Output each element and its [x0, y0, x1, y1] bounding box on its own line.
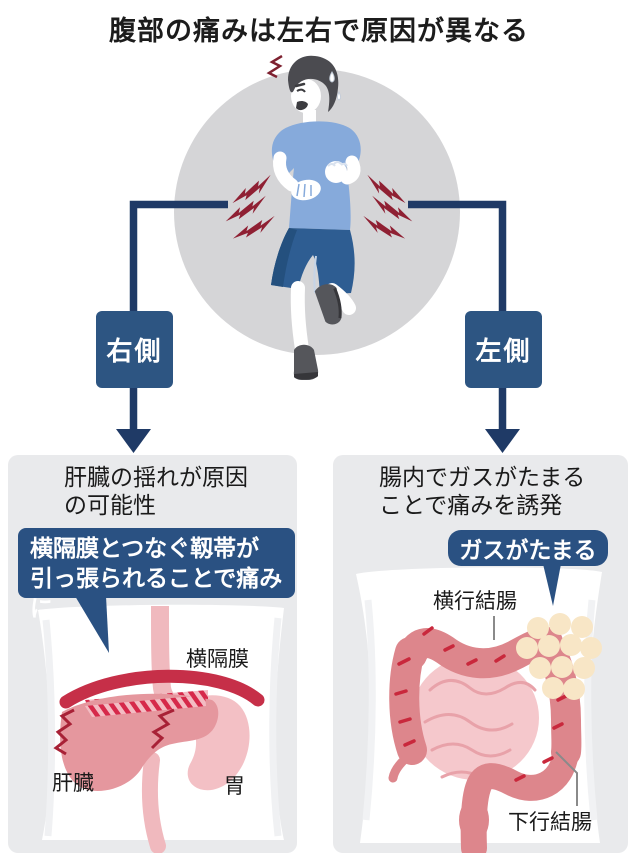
hair — [288, 55, 339, 112]
liver-panel-heading: 肝臓の揺れが原因 の可能性 — [64, 464, 248, 518]
shake-mark — [53, 708, 75, 756]
left-side-badge: 左側 — [465, 311, 542, 388]
liver-anatomy-figure: 横隔膜 肝臓 胃 — [38, 596, 284, 853]
shirt — [271, 121, 361, 230]
stress-mark — [266, 55, 283, 79]
intestine-anatomy-figure: 横行結腸 下行結腸 — [356, 564, 602, 853]
diaphragm-shape — [59, 669, 265, 709]
right-side-label: 右側 — [106, 336, 163, 366]
haustra-marks — [394, 626, 568, 782]
appendix — [388, 755, 409, 783]
stomach-label: 胃 — [224, 775, 245, 798]
descending-colon-label: 下行結腸 — [508, 811, 592, 834]
callout-tail — [75, 596, 109, 653]
liver-shape — [60, 693, 219, 791]
pull-mark — [150, 708, 175, 750]
mouth — [296, 100, 308, 111]
sweat-drop — [329, 71, 335, 83]
fist — [325, 161, 347, 183]
right-side-cause-panel: 肝臓の揺れが原因 の可能性 横隔膜とつなぐ靱帯が 引っ張られることで痛みに — [8, 455, 297, 853]
duodenum — [142, 752, 166, 853]
liver-label: 肝臓 — [52, 772, 94, 795]
shorts — [271, 228, 355, 295]
callout-tail — [543, 564, 561, 606]
gas-bubbles — [516, 613, 602, 700]
descending-pointer-line — [555, 751, 578, 806]
pain-flash-right-side — [225, 174, 275, 239]
runner-scene — [116, 55, 520, 453]
page-title: 腹部の痛みは左右で原因が異なる — [109, 16, 529, 46]
right-side-badge: 右側 — [96, 311, 173, 388]
runner-illustration — [266, 55, 361, 380]
diaphragm-label: 横隔膜 — [186, 648, 249, 671]
gas-callout: ガスがたまる — [448, 530, 608, 566]
ground-shoe — [293, 344, 319, 380]
gas-callout-label: ガスがたまる — [459, 537, 597, 563]
transverse-colon-label: 横行結腸 — [433, 590, 517, 613]
left-side-cause-panel: 腸内でガスがたまる ことで痛みを誘発 ガスがたまる — [333, 455, 628, 853]
pain-flash-left-side — [363, 174, 413, 239]
gas-panel-heading: 腸内でガスがたまる ことで痛みを誘発 — [379, 464, 586, 518]
sweat-drop — [337, 90, 341, 101]
raised-shoe — [314, 284, 342, 325]
liver-callout: 横隔膜とつなぐ靱帯が 引っ張られることで痛みに — [18, 528, 295, 621]
left-side-label: 左側 — [475, 336, 532, 366]
